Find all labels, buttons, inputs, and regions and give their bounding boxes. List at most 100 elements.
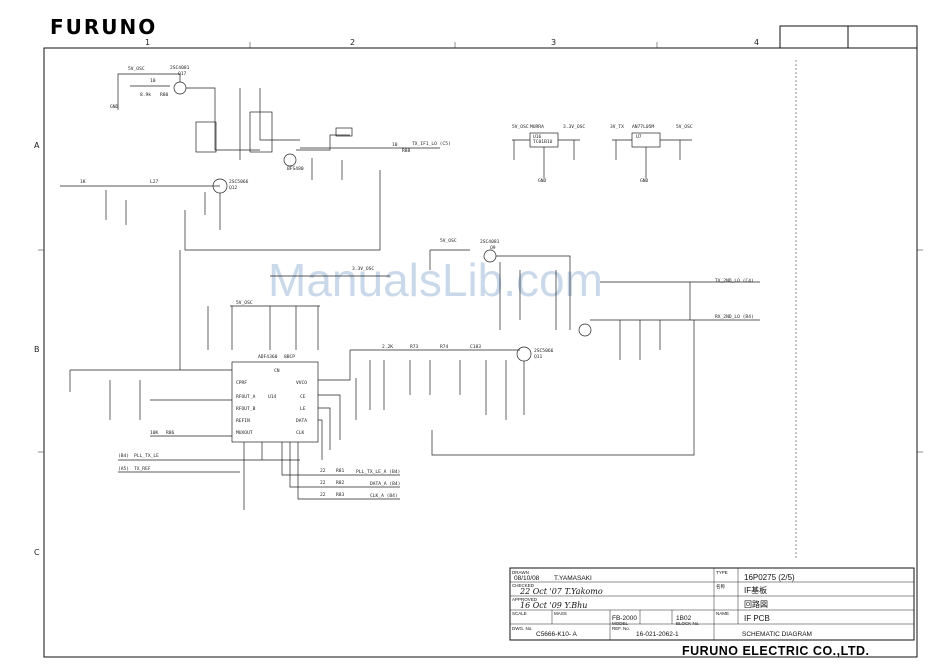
transistor-symbol <box>173 81 187 95</box>
svg-text:ADF4360: ADF4360 <box>258 354 278 360</box>
svg-text:R74: R74 <box>440 344 449 350</box>
svg-text:SCALE: SCALE <box>512 611 527 616</box>
svg-text:3V_TX: 3V_TX <box>610 124 624 130</box>
row-markers: A B C <box>34 141 923 557</box>
net-data-a: DATA_A (B4) <box>370 481 400 487</box>
svg-text:22: 22 <box>320 468 326 474</box>
svg-text:BFS480: BFS480 <box>287 166 304 172</box>
svg-text:GND: GND <box>110 104 119 110</box>
svg-text:IF基板: IF基板 <box>744 585 767 595</box>
approved-signature: 16 Oct '09 Y.Bhu <box>520 601 587 610</box>
svg-text:BLOCK No.: BLOCK No. <box>676 621 700 626</box>
svg-text:MODEL: MODEL <box>612 621 629 626</box>
svg-text:TC01B1U: TC01B1U <box>533 139 553 145</box>
row-b: B <box>34 345 40 354</box>
svg-text:DATA: DATA <box>296 418 307 424</box>
svg-text:Q17: Q17 <box>178 71 187 77</box>
svg-text:10: 10 <box>392 142 398 148</box>
svg-text:Q9: Q9 <box>490 245 496 251</box>
column-1: 1 <box>145 38 150 47</box>
svg-text:CLK: CLK <box>296 430 305 436</box>
svg-text:8BCP: 8BCP <box>284 354 295 360</box>
svg-text:名称: 名称 <box>716 583 725 590</box>
svg-text:FB-2000: FB-2000 <box>612 615 637 622</box>
regulator-1: 5V_OSC MURRA 3.3V_OSC U16 TC01B1U GND <box>512 124 585 184</box>
svg-text:CPRF: CPRF <box>236 380 247 386</box>
diagram-type: SCHEMATIC DIAGRAM <box>742 631 812 638</box>
svg-text:MUXOUT: MUXOUT <box>236 430 253 436</box>
svg-text:CE: CE <box>300 394 306 400</box>
svg-text:1K: 1K <box>80 179 86 185</box>
drawing-number: C5666-K10- A <box>536 631 577 638</box>
svg-text:R83: R83 <box>336 492 345 498</box>
svg-text:REF. No.: REF. No. <box>612 626 630 631</box>
svg-text:R88: R88 <box>402 148 411 154</box>
svg-text:MASS: MASS <box>554 611 567 616</box>
svg-text:2.2K: 2.2K <box>382 344 393 350</box>
svg-text:NAME: NAME <box>716 611 729 616</box>
svg-text:APPROVED: APPROVED <box>512 597 538 602</box>
svg-text:22: 22 <box>320 492 326 498</box>
svg-text:CHECKED: CHECKED <box>512 583 535 588</box>
column-4: 4 <box>754 38 759 47</box>
pll-section: 5V_OSC ADF4360 8BCP U14 CPRF RFOUT_A RFO… <box>69 250 400 510</box>
title-block: DRAWN 08/10/08 T.YAMASAKI CHECKED 22 Oct… <box>509 567 915 641</box>
column-3: 3 <box>551 38 556 47</box>
svg-text:R86: R86 <box>166 430 175 436</box>
regulator-2: 3V_TX AN77L05M 5V_OSC U7 GND <box>610 124 693 184</box>
svg-text:U16: U16 <box>533 134 542 140</box>
svg-text:R73: R73 <box>410 344 419 350</box>
svg-text:T.YAMASAKI: T.YAMASAKI <box>554 575 592 582</box>
svg-text:8.9k: 8.9k <box>140 92 151 98</box>
svg-text:VVCO: VVCO <box>296 380 307 386</box>
svg-text:R82: R82 <box>336 480 345 486</box>
drawing-frame <box>43 47 918 658</box>
net-rx-2nd-lo: RX_2ND_LO (B4) <box>715 314 754 320</box>
net-tx-if1-lo: TX_IF1_LO (C5) <box>412 141 451 147</box>
svg-text:R80: R80 <box>160 92 169 98</box>
svg-text:L27: L27 <box>150 179 159 185</box>
svg-text:DWG. No.: DWG. No. <box>512 626 533 631</box>
svg-text:C183: C183 <box>470 344 481 350</box>
column-markers: 1 2 3 4 <box>145 38 759 48</box>
net-pll-tx-le-a: PLL_TX_LE_A (B4) <box>356 469 400 475</box>
row-a: A <box>34 141 40 150</box>
net-clk-a: CLK_A (B4) <box>370 493 398 499</box>
row-c: C <box>34 548 40 557</box>
svg-text:5V_OSC: 5V_OSC <box>512 124 529 130</box>
net-tx-ref: TX_REF <box>134 466 151 472</box>
name-value: IF PCB <box>744 614 770 623</box>
svg-text:(A5): (A5) <box>118 466 129 472</box>
svg-text:5V_OSC: 5V_OSC <box>236 300 253 306</box>
net-pll-tx-le: PLL_TX_LE <box>134 453 159 459</box>
svg-text:回路図: 回路図 <box>744 599 768 609</box>
svg-text:2SC4081: 2SC4081 <box>480 239 500 245</box>
svg-text:U14: U14 <box>268 394 277 400</box>
svg-text:REFIN: REFIN <box>236 418 250 424</box>
svg-text:GND: GND <box>538 178 547 184</box>
net-tx-2nd-lo: TX_2ND_LO (C4) <box>715 278 754 284</box>
type-value: 16P0275 (2/5) <box>744 573 795 582</box>
svg-text:5V_OSC: 5V_OSC <box>440 238 457 244</box>
pll-ic-symbol <box>231 361 319 443</box>
column-2: 2 <box>350 38 355 47</box>
oscillator-1-section: 5V_OSC 2SC4081 Q17 GND 8.9k R80 10 1K L2… <box>60 65 451 251</box>
svg-text:Q12: Q12 <box>229 185 238 191</box>
svg-text:1B02: 1B02 <box>676 615 692 622</box>
svg-text:LE: LE <box>300 406 306 412</box>
svg-text:TYPE: TYPE <box>716 570 728 575</box>
svg-text:RFOUT_A: RFOUT_A <box>236 394 256 400</box>
svg-text:DRAWN: DRAWN <box>512 570 529 575</box>
brand-logo: FURUNO <box>50 15 157 39</box>
svg-text:2SC5066: 2SC5066 <box>229 179 249 185</box>
svg-text:10: 10 <box>150 78 156 84</box>
svg-text:5V_OSC: 5V_OSC <box>128 66 145 72</box>
svg-text:2SC4081: 2SC4081 <box>170 65 190 71</box>
svg-text:CN: CN <box>274 368 280 374</box>
svg-text:5V_OSC: 5V_OSC <box>676 124 693 130</box>
svg-text:08/10/08: 08/10/08 <box>514 575 540 582</box>
svg-text:(B4): (B4) <box>118 453 129 459</box>
svg-text:2SC5066: 2SC5066 <box>534 348 554 354</box>
svg-text:R81: R81 <box>336 468 345 474</box>
